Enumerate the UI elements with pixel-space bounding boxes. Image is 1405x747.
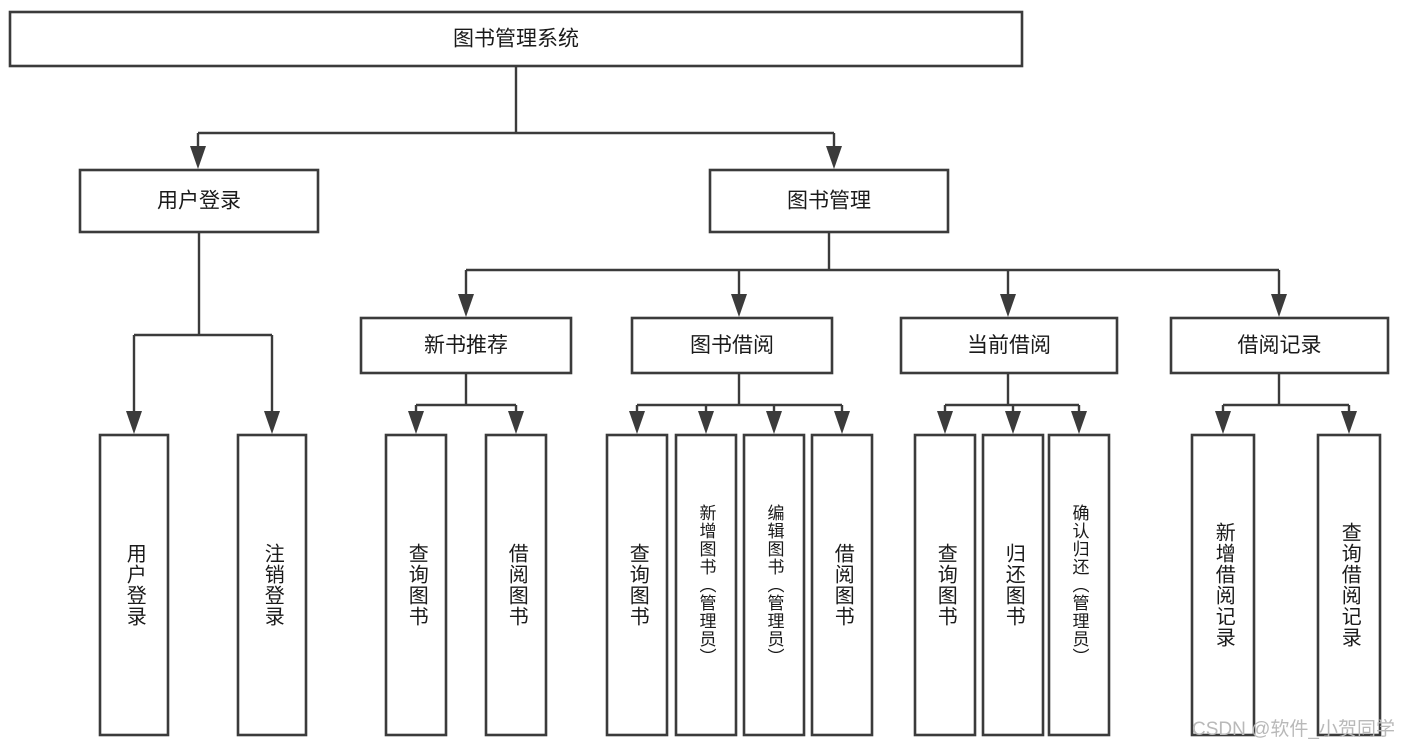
connector-line (132, 232, 272, 423)
node-box-level3-2[interactable] (899, 316, 1119, 375)
arrow-head-icon (1000, 294, 1016, 317)
arrow-head-icon (698, 411, 714, 434)
arrow-head-icon (1271, 294, 1287, 317)
node-label-root-0: 图书管理系统 (453, 28, 579, 51)
node-box-root-0[interactable] (8, 10, 1024, 68)
arrow-head-icon (1071, 411, 1087, 434)
arrow-head-icon (629, 411, 645, 434)
node-label-level3-1: 图书借阅 (690, 334, 774, 357)
arrow-head-icon (408, 411, 424, 434)
connector-line (414, 373, 516, 423)
connector-line (1221, 373, 1349, 423)
arrow-head-icon (731, 294, 747, 317)
node-box-level3-3[interactable] (1169, 316, 1390, 375)
connector-layer (126, 66, 1357, 434)
node-label-level3-0: 新书推荐 (424, 334, 508, 357)
node-box-leaf-7[interactable] (810, 433, 874, 737)
node-box-leaf-6[interactable] (742, 433, 806, 737)
connector-line (196, 66, 834, 158)
connector-line (635, 373, 842, 423)
node-label-level3-2: 当前借阅 (967, 334, 1051, 357)
arrow-head-icon (826, 146, 842, 169)
node-box-level2-0[interactable] (78, 168, 320, 234)
arrow-head-icon (766, 411, 782, 434)
arrow-head-icon (1005, 411, 1021, 434)
arrow-head-icon (1215, 411, 1231, 434)
arrow-head-icon (834, 411, 850, 434)
node-label-level2-0: 用户登录 (157, 190, 241, 213)
connector-line (464, 232, 1279, 306)
arrow-head-icon (1341, 411, 1357, 434)
node-box-leaf-3[interactable] (484, 433, 548, 737)
node-box-leaf-9[interactable] (981, 433, 1045, 737)
node-box-level2-1[interactable] (708, 168, 950, 234)
arrow-head-icon (458, 294, 474, 317)
node-box-leaf-0[interactable] (98, 433, 170, 737)
node-box-leaf-5[interactable] (674, 433, 738, 737)
node-label-level3-3: 借阅记录 (1238, 334, 1322, 357)
node-box-leaf-11[interactable] (1190, 433, 1256, 737)
node-box-leaf-2[interactable] (384, 433, 448, 737)
node-label-level2-1: 图书管理 (787, 190, 871, 213)
arrow-head-icon (126, 411, 142, 434)
arrow-head-icon (508, 411, 524, 434)
node-box-level3-1[interactable] (630, 316, 834, 375)
node-box-level3-0[interactable] (359, 316, 573, 375)
node-box-leaf-8[interactable] (913, 433, 977, 737)
node-box-layer (8, 10, 1390, 737)
node-box-leaf-1[interactable] (236, 433, 308, 737)
arrow-head-icon (937, 411, 953, 434)
arrow-head-icon (190, 146, 206, 169)
csdn-watermark: CSDN @软件_小贺同学 (1192, 719, 1395, 740)
node-box-leaf-4[interactable] (605, 433, 669, 737)
arrow-head-icon (264, 411, 280, 434)
node-box-leaf-12[interactable] (1316, 433, 1382, 737)
node-box-leaf-10[interactable] (1047, 433, 1111, 737)
